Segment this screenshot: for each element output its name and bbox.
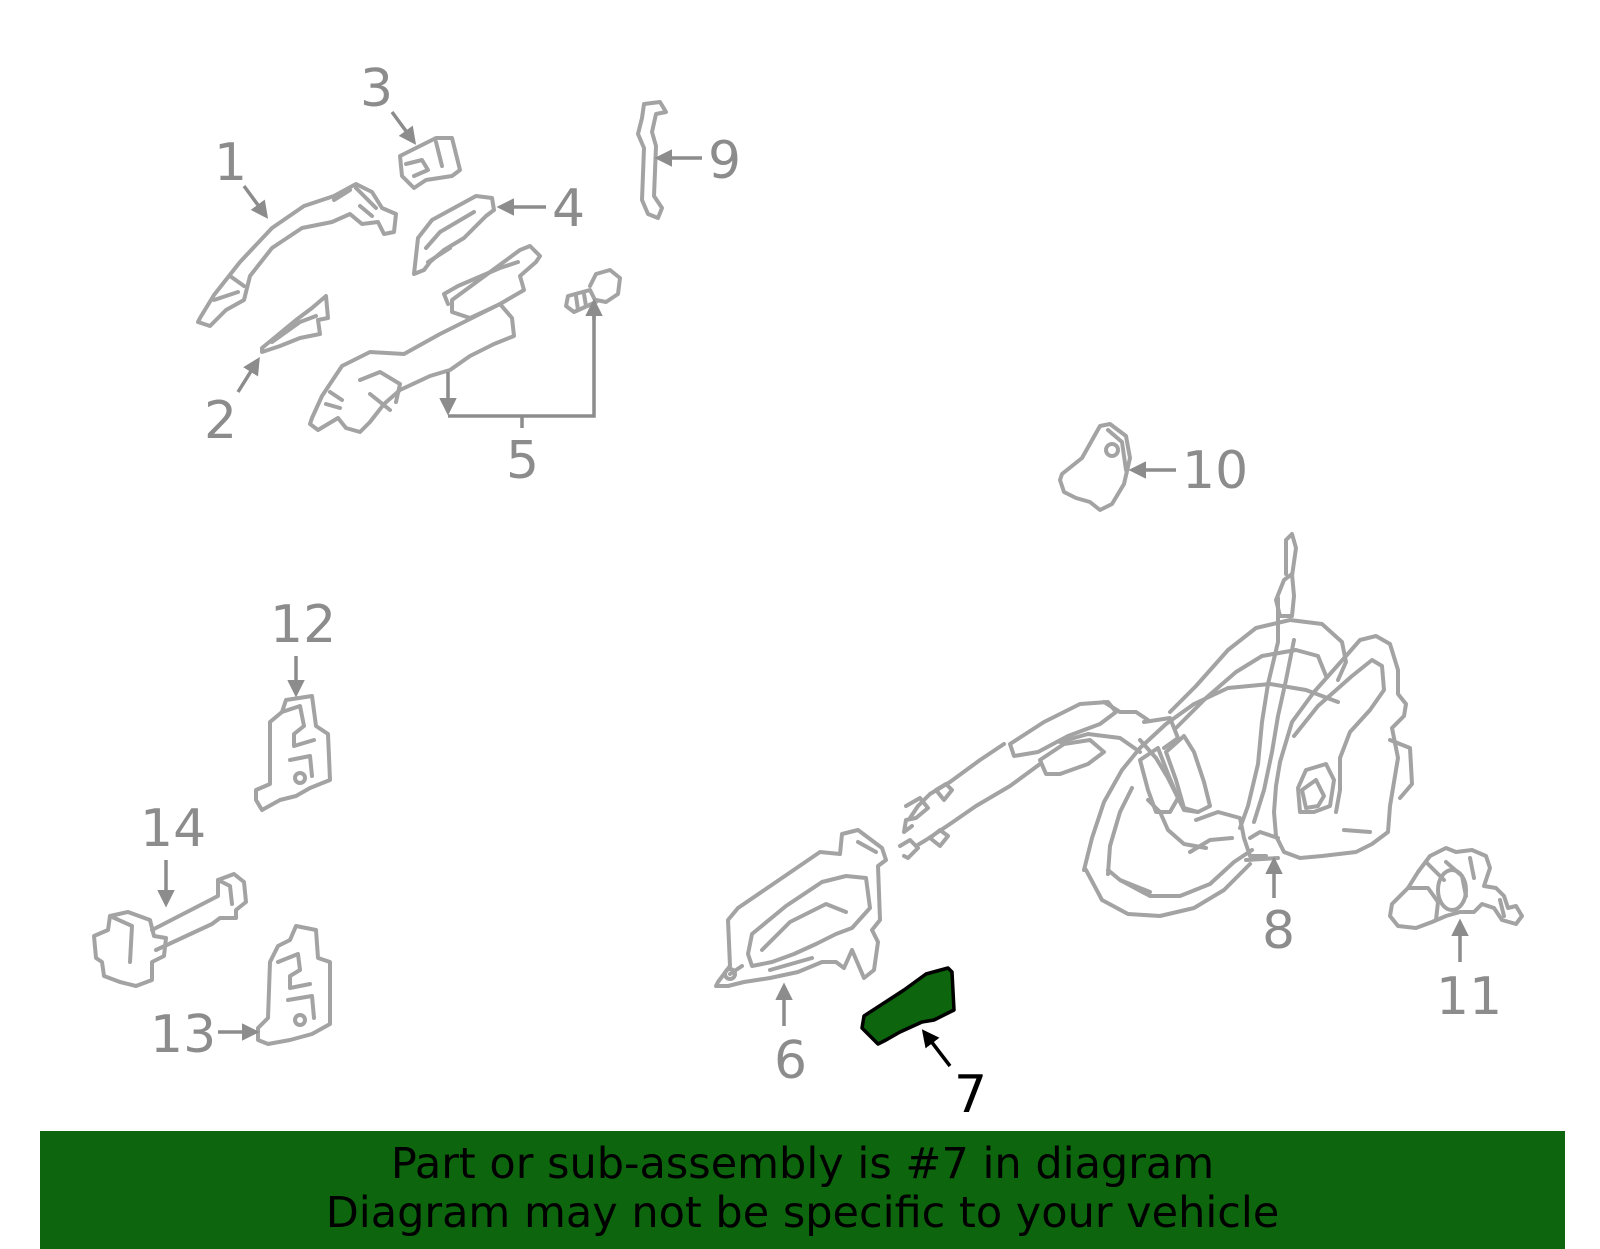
arrow-3	[390, 110, 417, 145]
arrow-2	[236, 357, 260, 393]
callout-10: 10	[1182, 441, 1248, 501]
callout-13: 13	[150, 1005, 216, 1065]
callout-4: 4	[552, 179, 585, 239]
part-1-outside-handle[interactable]	[196, 182, 398, 328]
callout-5: 5	[506, 431, 539, 491]
callout-9: 9	[708, 131, 741, 191]
leader-arrows	[157, 110, 1469, 1068]
part-10-latch-plate[interactable]	[1058, 422, 1132, 512]
info-banner: Part or sub-assembly is #7 in diagram Di…	[40, 1131, 1565, 1249]
part-5-bolt[interactable]	[564, 268, 622, 314]
part-4-frame-gasket[interactable]	[412, 194, 496, 276]
callout-6: 6	[774, 1031, 807, 1091]
part-11-lock-cylinder[interactable]	[1388, 846, 1524, 930]
callout-1: 1	[214, 133, 247, 193]
part-14-door-check[interactable]	[92, 872, 248, 988]
banner-line-1: Part or sub-assembly is #7 in diagram	[390, 1139, 1215, 1189]
part-7-highlighted[interactable]	[860, 966, 956, 1046]
arrow-1	[242, 184, 269, 219]
callout-12: 12	[270, 595, 336, 655]
banner-line-2: Diagram may not be specific to your vehi…	[325, 1188, 1280, 1238]
callout-14: 14	[140, 799, 206, 859]
part-13-striker-lower[interactable]	[256, 924, 332, 1046]
arrow-7	[921, 1029, 952, 1068]
part-2-handle-seal[interactable]	[260, 294, 330, 354]
callout-numbers: 1 2 3 4 5 6 7 8 9 10 11 12 13 14	[140, 59, 1502, 1125]
callout-11: 11	[1436, 967, 1502, 1027]
part-3-cylinder-cap[interactable]	[398, 136, 462, 190]
callout-3: 3	[360, 59, 393, 119]
callout-2: 2	[204, 391, 237, 451]
part-5-handle-frame[interactable]	[308, 244, 542, 434]
part-6-inside-handle[interactable]	[714, 828, 888, 988]
arrow-5	[448, 302, 596, 428]
callout-8: 8	[1262, 901, 1295, 961]
part-12-striker-upper[interactable]	[254, 694, 332, 812]
part-8-lock-actuator[interactable]	[898, 532, 1414, 918]
callout-7: 7	[954, 1065, 987, 1125]
part-9-rod[interactable]	[636, 100, 668, 220]
